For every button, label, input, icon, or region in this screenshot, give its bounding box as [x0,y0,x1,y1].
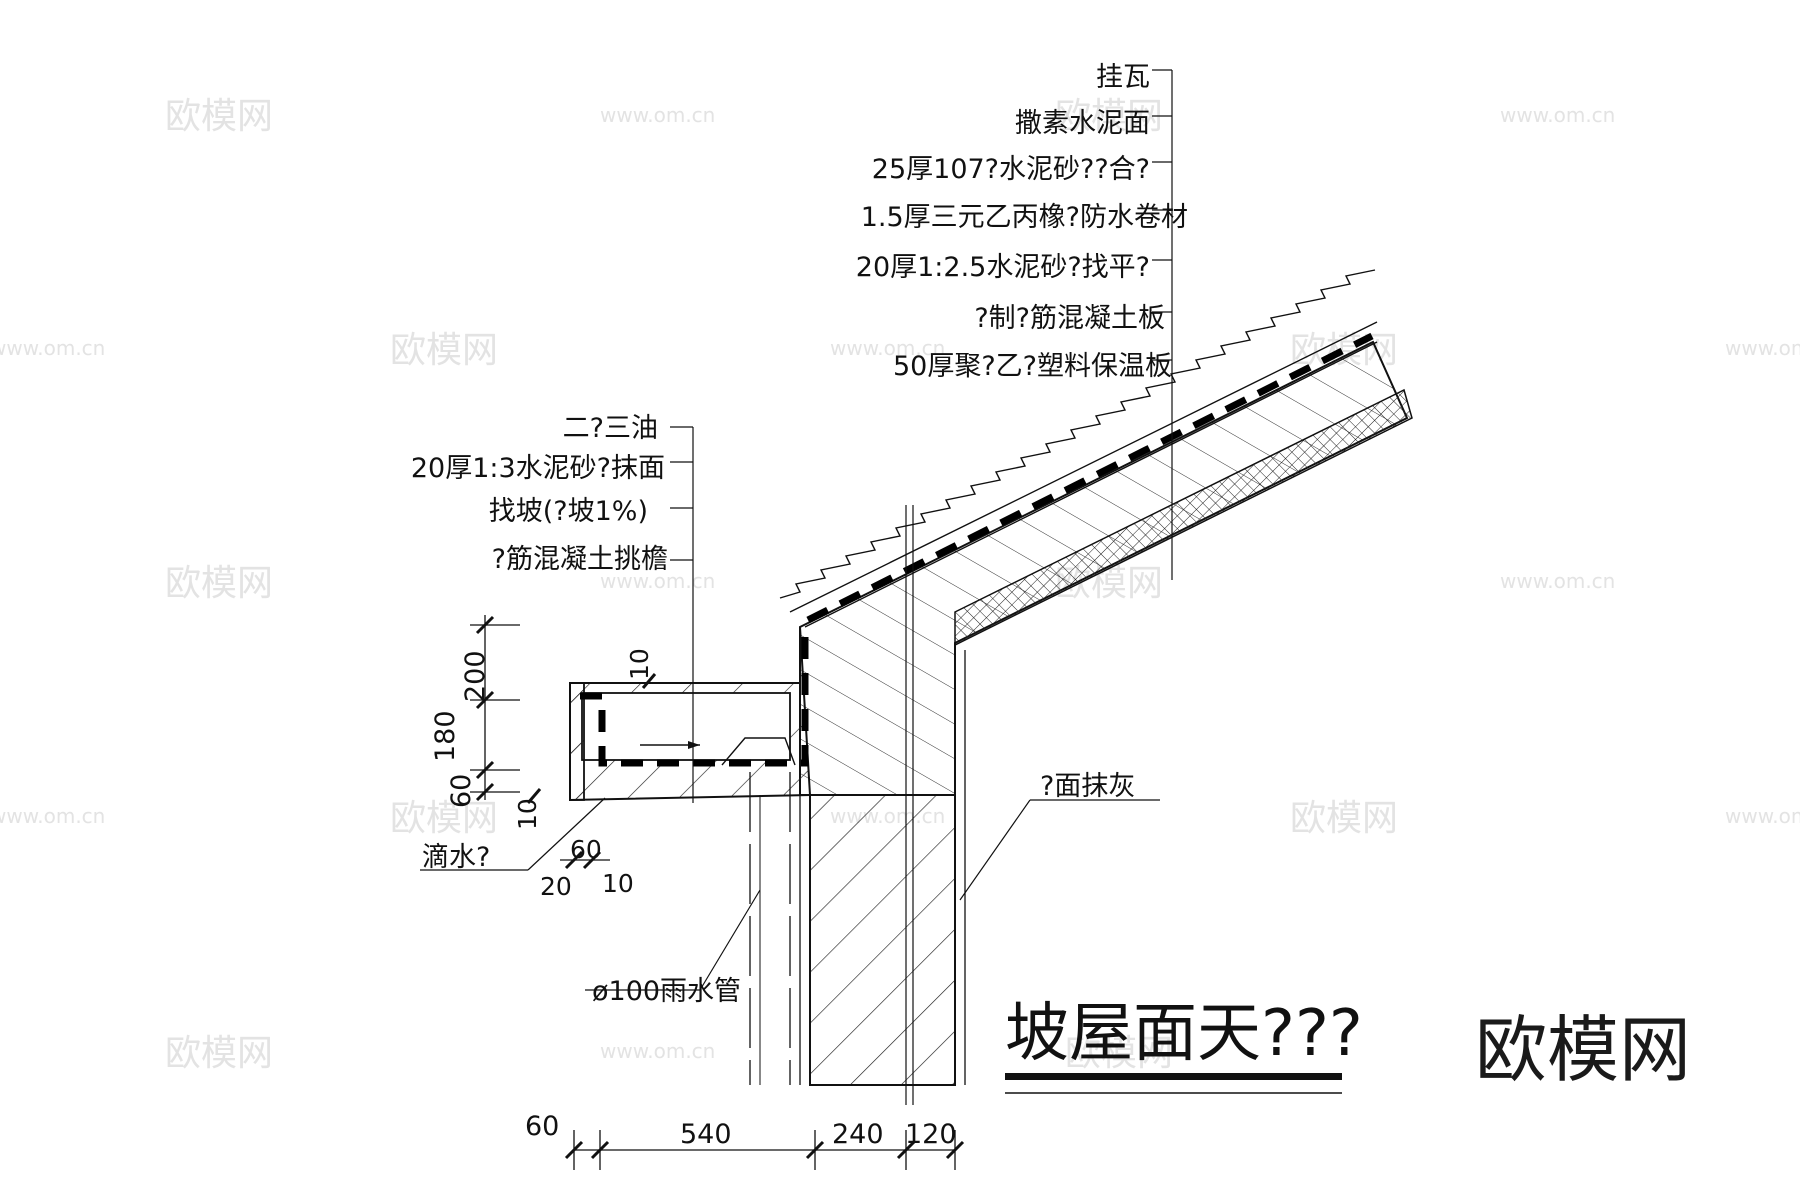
drawing-title: 坡屋面天??? [1005,997,1363,1071]
dimension-text: 200 180 60 10 10 20 60 10 60 540 240 120 [430,648,957,1150]
leader-lines [420,69,1173,991]
dim-bottom-540: 540 [680,1119,732,1150]
gutter-waterproof-membrane [580,625,809,767]
dim-vertical-60: 60 [446,774,477,808]
dim-bottom-240: 240 [832,1119,884,1150]
dim-bottom-60: 60 [525,1111,559,1142]
gutter-layer-4: ?筋混凝土挑檐 [492,544,668,575]
dimension-lines [470,615,965,1170]
dim-small-20: 20 [540,872,572,901]
watermark-url: www.om.cn [1500,103,1615,127]
dim-bottom-120: 120 [905,1119,957,1150]
watermark-brand: 欧模网 [165,96,273,137]
dim-small-10-upper: 10 [625,648,654,680]
eave-structure [569,505,966,1105]
wall-finish-label: ?面抹灰 [1040,771,1135,802]
brand-mark: 欧模网 [1475,1008,1691,1092]
roof-layer-5: 20厚1:2.5水泥砂?找平? [856,252,1150,283]
roof-tiles [779,269,1376,599]
dim-small-10-lip: 10 [513,798,542,830]
dim-small-10-lower: 10 [602,869,634,898]
dim-vertical-200: 200 [460,650,491,702]
watermark-brand: 欧模网 [165,1033,273,1074]
watermark-url: www.om.cn [600,1039,715,1063]
roof-layer-7: 50厚聚?乙?塑料保温板 [893,351,1172,382]
roof-layer-6: ?制?筋混凝土板 [974,303,1165,334]
roof-layer-2: 撒素水泥面 [1015,108,1150,139]
gutter-layer-1: 二?三油 [563,413,658,444]
dim-vertical-180: 180 [430,710,461,762]
rain-pipe-label: ø100雨水管 [592,976,741,1007]
watermark-url: www.om.cn [600,103,715,127]
watermark-url: www.om.cn [830,336,945,360]
brick-wall [809,794,956,1086]
watermark-brand: 欧模网 [1065,1033,1173,1074]
gutter-front-lip [569,682,585,801]
gutter-layer-2: 20厚1:3水泥砂?抹面 [411,453,665,484]
watermark-url: www.om.cn [1500,569,1615,593]
roof-layer-3: 25厚107?水泥砂??合? [872,154,1150,185]
dim-small-60: 60 [570,835,602,864]
watermark-url: www.om.cn [1725,336,1800,360]
watermark-brand: 欧模网 [1290,798,1398,839]
watermark-url: www.om.cn [600,569,715,593]
watermark-brand: 欧模网 [390,798,498,839]
title-underline [1005,1073,1342,1080]
roof-layer-4: 1.5厚三元乙丙橡?防水卷材 [861,202,1188,233]
drip-label: 滴水? [422,842,490,873]
watermark-brand: 欧模网 [390,330,498,371]
roof-layer-callouts: 挂瓦 撒素水泥面 25厚107?水泥砂??合? 1.5厚三元乙丙橡?防水卷材 2… [856,62,1188,382]
insulation-board [954,388,1413,647]
watermark-brand: 欧模网 [1055,96,1163,137]
watermark-url: www.om.cn [0,804,105,828]
watermark-url: www.om.cn [0,336,105,360]
roof-layer-1: 挂瓦 [1096,62,1150,93]
gutter-channel [581,692,791,761]
watermark-brand: 欧模网 [165,563,273,604]
watermark-url: www.om.cn [1725,804,1800,828]
gutter-layer-callouts: 二?三油 20厚1:3水泥砂?抹面 找坡(?坡1%) ?筋混凝土挑檐 [411,413,668,575]
gutter-layer-3: 找坡(?坡1%) [489,496,648,527]
